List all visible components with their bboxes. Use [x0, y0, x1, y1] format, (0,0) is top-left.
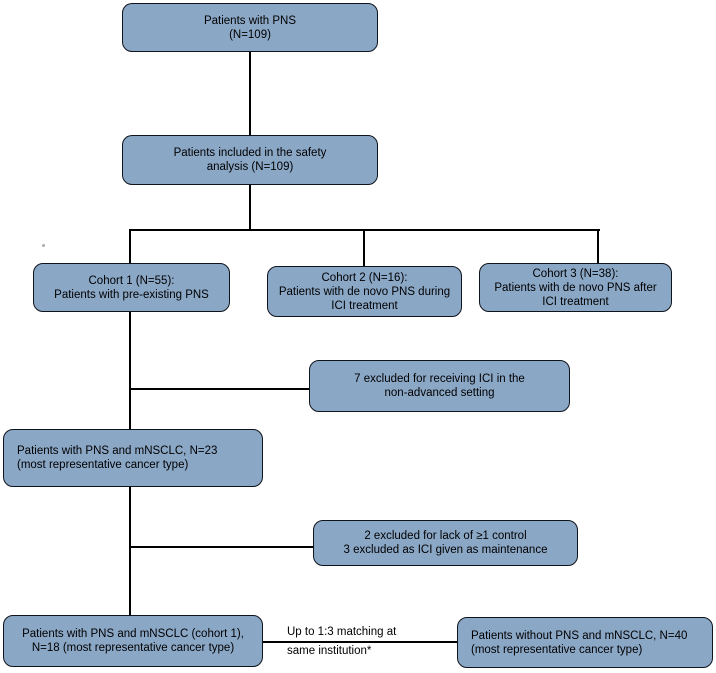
node-text-line: analysis (N=109)	[206, 161, 294, 173]
node-text-line: Patients with pre-existing PNS	[54, 288, 209, 301]
connector-matching	[262, 641, 458, 643]
node-text-line: 7 excluded for receiving ICI in the	[354, 373, 525, 385]
node-text-line: 3 excluded as ICI given as maintenance	[343, 544, 548, 556]
connector-pns-to-safety	[249, 52, 251, 136]
node-text-line: Patients without PNS and mNSCLC, N=40	[471, 629, 688, 642]
node-patients-pns-total: Patients with PNS (N=109)	[122, 3, 378, 52]
node-text-line: (most representative cancer type)	[471, 643, 643, 656]
node-cohort2: Cohort 2 (N=16): Patients with de novo P…	[267, 266, 462, 317]
matching-label-line2: same institution*	[287, 645, 372, 657]
connector-drop-cohort2	[363, 229, 365, 268]
connector-n23-to-n18	[129, 486, 131, 616]
node-text-line: ICI treatment	[542, 295, 609, 308]
node-text-line: Cohort 2 (N=16):	[321, 271, 408, 284]
node-text-line: Patients with PNS	[203, 14, 297, 27]
node-text-line: ICI treatment	[331, 299, 398, 312]
node-excluded-7: 7 excluded for receiving ICI in the non-…	[309, 360, 570, 412]
connector-drop-cohort3	[597, 229, 599, 265]
node-text-line: Cohort 3 (N=38):	[532, 267, 619, 280]
connector-cohort1-to-n23	[129, 311, 131, 430]
node-text-line: Patients with de novo PNS during	[278, 285, 451, 298]
connector-drop-cohort1	[129, 229, 131, 265]
node-cohort1: Cohort 1 (N=55): Patients with pre-exist…	[33, 263, 230, 312]
node-text-line: 2 excluded for lack of ≥1 control	[364, 530, 527, 542]
node-text-line: non-advanced setting	[384, 387, 495, 399]
connector-safety-down	[249, 185, 251, 231]
node-text-line: Patients with PNS and mNSCLC, N=23	[17, 445, 218, 457]
node-text-line: Cohort 1 (N=55):	[88, 274, 175, 287]
node-excluded-2-3: 2 excluded for lack of ≥1 control 3 excl…	[313, 520, 578, 566]
node-cohort3: Cohort 3 (N=38): Patients with de novo P…	[479, 263, 672, 312]
node-text-line: Patients with PNS and mNSCLC (cohort 1),	[22, 628, 244, 640]
node-pns-mnsclc-n18: Patients with PNS and mNSCLC (cohort 1),…	[3, 615, 263, 667]
stray-dot	[42, 244, 45, 247]
node-text-line: Patients included in the safety	[173, 147, 327, 159]
matching-label-line1: Up to 1:3 matching at	[287, 626, 397, 638]
node-pns-mnsclc-n23: Patients with PNS and mNSCLC, N=23 (most…	[3, 429, 263, 487]
node-text-line: N=18 (most representative cancer type)	[31, 642, 235, 654]
node-text-line: (N=109)	[229, 28, 271, 41]
node-safety-analysis: Patients included in the safety analysis…	[122, 135, 378, 185]
connector-to-excluded23	[129, 546, 314, 548]
node-without-pns-n40: Patients without PNS and mNSCLC, N=40 (m…	[457, 617, 713, 668]
node-text-line: (most representative cancer type)	[17, 459, 189, 471]
node-text-line: Patients with de novo PNS after	[494, 281, 657, 294]
connector-to-excluded7	[129, 388, 310, 390]
